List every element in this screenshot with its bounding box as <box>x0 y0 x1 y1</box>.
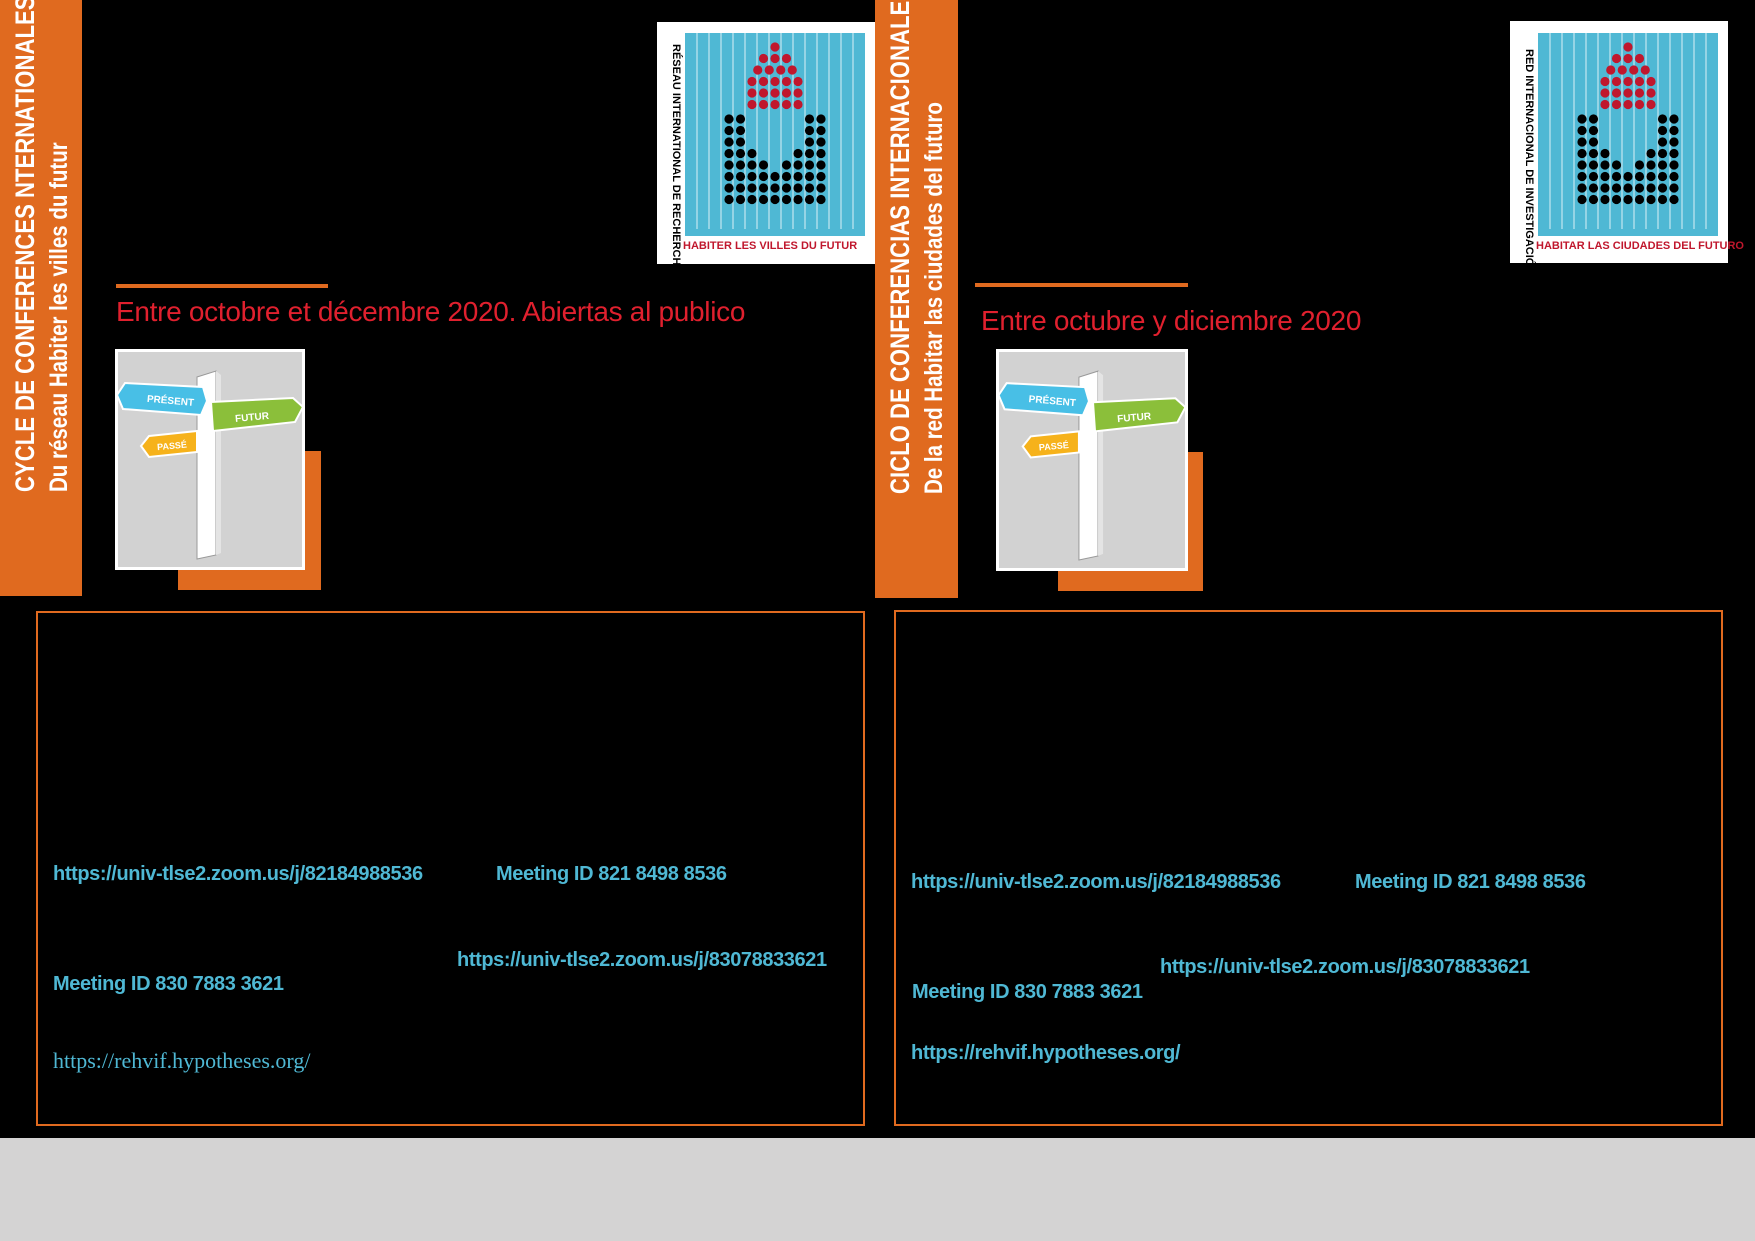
date-line-fr: Entre octobre et décembre 2020. Abiertas… <box>116 296 746 327</box>
signpost-icon: PRÉSENT FUTUR PASSÉ <box>997 370 1187 561</box>
signpost-icon: PRÉSENT FUTUR PASSÉ <box>115 370 305 560</box>
divider-rule-es <box>975 283 1188 287</box>
vertical-title-es: CICLO DE CONFERENCIAS INTERNACIONALES De… <box>883 0 951 494</box>
sign-futur-label: FUTUR <box>235 411 270 425</box>
vertical-title-band-fr: CYCLE DE CONFERENCES NTERNATIONALES Du r… <box>0 0 82 596</box>
page-bottom-margin <box>0 1138 1755 1241</box>
date-line-es: Entre octubre y diciembre 2020 <box>981 305 1362 336</box>
zoom-link-2-es[interactable]: https://univ-tlse2.zoom.us/j/83078833621 <box>1160 956 1530 978</box>
sign-present-label: PRÉSENT <box>146 392 194 409</box>
logo-panel-fr <box>685 33 865 236</box>
series-subtitle-fr: Du réseau Habiter les villes du futur <box>45 142 73 492</box>
meeting-id-2-fr: Meeting ID 830 7883 3621 <box>53 973 284 995</box>
meeting-id-1-fr: Meeting ID 821 8498 8536 <box>496 863 727 885</box>
sign-present-label: PRÉSENT <box>1028 392 1077 409</box>
logo-panel-es <box>1538 33 1718 236</box>
series-subtitle-es: De la red Habitar las ciudades del futur… <box>920 102 948 494</box>
sign-passe-label: PASSÉ <box>157 440 188 453</box>
logo-vertical-label-fr: RÉSEAU INTERNATIONAL DE RECHERCHE <box>670 44 682 273</box>
info-box-fr <box>36 611 865 1126</box>
info-box-es <box>894 610 1723 1126</box>
house-dots-logo-icon <box>1549 33 1707 229</box>
series-title-fr: CYCLE DE CONFERENCES NTERNATIONALES <box>10 0 40 492</box>
logo-bottom-label-fr: HABITER LES VILLES DU FUTUR <box>683 240 858 252</box>
signpost-image-es: PRÉSENT FUTUR PASSÉ <box>996 349 1188 571</box>
zoom-link-2-fr[interactable]: https://univ-tlse2.zoom.us/j/83078833621 <box>457 949 827 971</box>
sign-passe-label: PASSÉ <box>1038 440 1069 453</box>
house-dots-logo-icon <box>696 33 854 229</box>
vertical-title-band-es: CICLO DE CONFERENCIAS INTERNACIONALES De… <box>875 0 958 598</box>
zoom-link-1-fr[interactable]: https://univ-tlse2.zoom.us/j/82184988536 <box>53 863 423 885</box>
vertical-title-fr: CYCLE DE CONFERENCES NTERNATIONALES Du r… <box>8 0 76 492</box>
flyer-page: CYCLE DE CONFERENCES NTERNATIONALES Du r… <box>0 0 1744 1126</box>
network-logo-es: RED INTERNACIONAL DE INVESTIGACIÓN HABIT… <box>1510 21 1744 274</box>
sign-futur-label: FUTUR <box>1117 411 1153 425</box>
meeting-id-1-es: Meeting ID 821 8498 8536 <box>1355 871 1586 893</box>
divider-rule-fr <box>116 284 328 288</box>
zoom-link-1-es[interactable]: https://univ-tlse2.zoom.us/j/82184988536 <box>911 871 1281 893</box>
logo-vertical-label-es: RED INTERNACIONAL DE INVESTIGACIÓN <box>1523 49 1535 275</box>
website-link-es[interactable]: https://rehvif.hypotheses.org/ <box>911 1042 1181 1064</box>
meeting-id-2-es: Meeting ID 830 7883 3621 <box>912 981 1143 1003</box>
network-logo-fr: RÉSEAU INTERNATIONAL DE RECHERCHE HABITE… <box>657 22 875 273</box>
website-link-fr[interactable]: https://rehvif.hypotheses.org/ <box>53 1048 311 1073</box>
series-title-es: CICLO DE CONFERENCIAS INTERNACIONALES <box>885 0 915 494</box>
logo-bottom-label-es: HABITAR LAS CIUDADES DEL FUTURO <box>1536 240 1744 252</box>
signpost-image-fr: PRÉSENT FUTUR PASSÉ <box>115 349 305 570</box>
